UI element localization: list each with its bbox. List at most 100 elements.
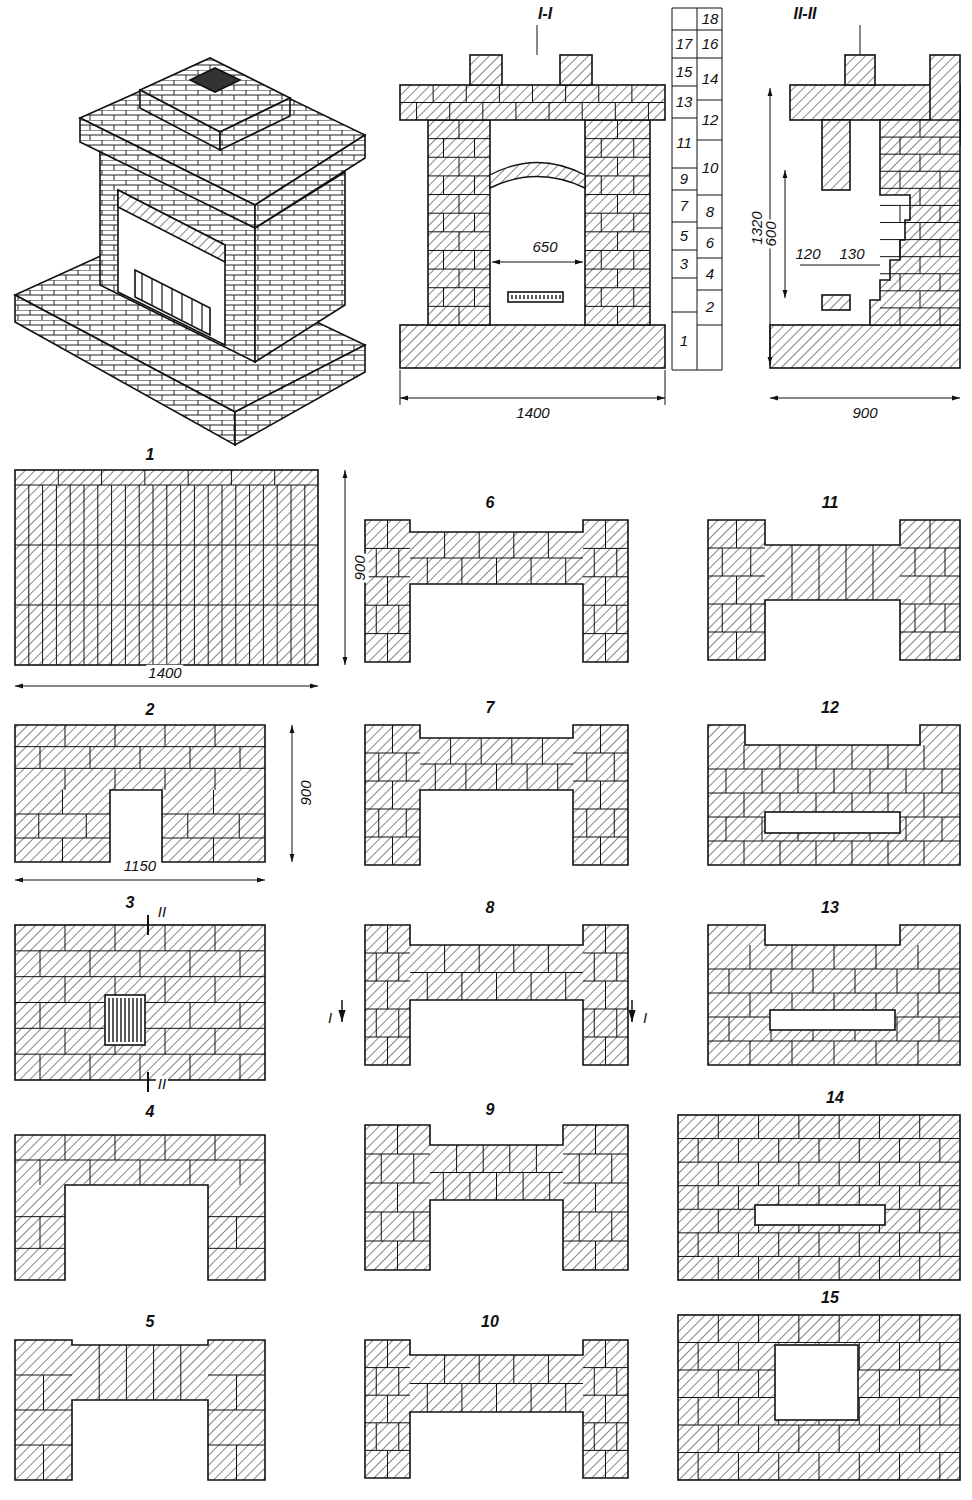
callout-number: 12 — [700, 112, 721, 129]
brick-joint — [750, 945, 751, 969]
brick-joint — [461, 973, 462, 1001]
brick-joint — [263, 485, 264, 545]
brick-joint — [187, 814, 188, 838]
brick-joint — [392, 781, 393, 809]
dimension-line — [292, 725, 293, 862]
base-front — [15, 295, 235, 445]
grate-bar — [555, 295, 556, 299]
brick-joint — [548, 945, 549, 973]
brick-joint — [744, 841, 745, 865]
brick-joint — [406, 753, 407, 781]
brick-mass — [845, 55, 875, 85]
callout-number: 10 — [700, 160, 721, 177]
brick-joint — [236, 1217, 237, 1249]
brick-joint — [291, 485, 292, 545]
brick-joint — [43, 1375, 44, 1410]
brick-joint — [97, 485, 98, 545]
brick-joint — [180, 545, 181, 605]
grate-bar — [116, 998, 117, 1042]
brick-joint — [387, 925, 388, 953]
brick-joint — [427, 973, 428, 1001]
brick-joint — [40, 747, 41, 769]
brick-joint — [615, 103, 616, 121]
flue — [190, 68, 240, 92]
brick-joint — [616, 1423, 617, 1451]
course-scale — [697, 8, 698, 370]
brick-joint — [920, 120, 921, 137]
brick-joint — [601, 288, 602, 307]
arch — [490, 163, 585, 189]
course-scale — [672, 168, 697, 169]
brick-joint — [758, 1115, 759, 1139]
brick-joint — [153, 1345, 154, 1400]
brick-joint — [595, 1241, 596, 1270]
brick-joint — [97, 545, 98, 605]
brick-joint — [942, 769, 943, 793]
dimension-line — [400, 398, 665, 399]
callout-number: 12 — [819, 699, 841, 717]
brick-joint — [125, 485, 126, 545]
brick-joint — [466, 85, 467, 103]
brick-joint — [43, 1445, 44, 1480]
brick-joint — [40, 1217, 41, 1249]
brick-joint — [750, 1041, 751, 1065]
brick-joint — [819, 545, 820, 600]
brick-joint — [496, 558, 497, 584]
brick-joint — [213, 790, 214, 814]
brick-joint — [939, 1398, 940, 1426]
brick-joint — [70, 485, 71, 545]
brick-joint — [180, 485, 181, 545]
brick-joint — [215, 725, 216, 747]
brick-joint — [919, 1315, 920, 1343]
brick-joint — [780, 841, 781, 865]
brick-joint — [65, 1135, 66, 1160]
brick-joint — [413, 1154, 414, 1183]
brick-joint — [115, 768, 116, 790]
course-scale — [672, 8, 697, 9]
brick-joint — [897, 1017, 898, 1041]
brick-mass — [365, 925, 628, 1065]
brick-joint — [919, 1425, 920, 1453]
brick-joint — [42, 485, 43, 545]
brick-joint — [249, 485, 250, 545]
brick-joint — [834, 1041, 835, 1065]
brick-joint — [718, 1209, 719, 1233]
brick-joint — [65, 768, 66, 790]
brick-joint — [919, 1115, 920, 1139]
brick-joint — [378, 753, 379, 781]
brick-joint — [511, 738, 512, 764]
course-scale — [697, 258, 722, 259]
brick-joint — [939, 969, 940, 993]
brick-joint — [496, 1384, 497, 1413]
brick-mass — [775, 1345, 858, 1420]
brick-joint — [40, 1054, 41, 1080]
brick-joint — [240, 747, 241, 769]
callout-number: 5 — [678, 228, 690, 245]
brick-joint — [86, 814, 87, 838]
brick-mass — [765, 812, 900, 833]
brick-joint — [70, 605, 71, 665]
brick-joint — [416, 103, 417, 121]
brick-joint — [376, 605, 377, 633]
brick-joint — [126, 1345, 127, 1400]
brick-joint — [605, 634, 606, 662]
brick-joint — [945, 604, 946, 632]
brick-joint — [376, 1368, 377, 1396]
dimension-line — [492, 262, 583, 263]
brick-joint — [239, 814, 240, 838]
brick-joint — [930, 520, 931, 548]
course-scale — [697, 228, 722, 229]
brick-joint — [879, 1162, 880, 1186]
brick-joint — [718, 1370, 719, 1398]
brick-joint — [918, 945, 919, 969]
grate-bar — [559, 295, 560, 299]
brick-joint — [900, 240, 901, 257]
callout-number: I — [326, 1010, 334, 1027]
brick-joint — [616, 548, 617, 576]
brick-joint — [813, 969, 814, 993]
callout-number: 9 — [678, 171, 690, 188]
brick-joint — [140, 1054, 141, 1080]
brick-joint — [873, 545, 874, 600]
brick-joint — [762, 769, 763, 793]
brick-joint — [633, 250, 634, 269]
